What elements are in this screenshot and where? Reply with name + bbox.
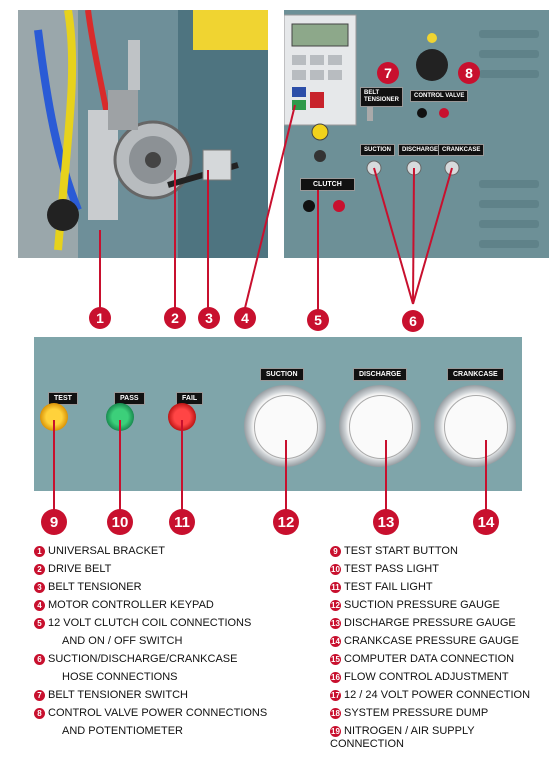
gauge-panel-photo: TEST PASS FAIL SUCTION DISCHARGE CRANKCA… bbox=[34, 337, 522, 491]
belt-tensioner-plate: BELT TENSIONER bbox=[360, 87, 404, 107]
legend-text: TEST PASS LIGHT bbox=[344, 563, 439, 575]
legend-text: MOTOR CONTROLLER KEYPAD bbox=[48, 599, 214, 611]
badge-7: 7 bbox=[377, 62, 399, 84]
clutch-plate: CLUTCH bbox=[300, 178, 355, 191]
legend-text: UNIVERSAL BRACKET bbox=[48, 545, 165, 557]
legend-number: 18 bbox=[330, 708, 341, 719]
legend-text: FLOW CONTROL ADJUSTMENT bbox=[344, 671, 509, 683]
legend-number: 10 bbox=[330, 564, 341, 575]
legend-text: TEST FAIL LIGHT bbox=[344, 581, 433, 593]
legend-text: 12 VOLT CLUTCH COIL CONNECTIONS bbox=[48, 617, 252, 629]
crankcase-plate: CRANKCASE bbox=[447, 368, 504, 381]
badge-2: 2 bbox=[164, 307, 186, 329]
discharge-gauge bbox=[339, 385, 421, 467]
legend-number: 17 bbox=[330, 690, 341, 701]
legend-text: DRIVE BELT bbox=[48, 563, 112, 575]
discharge-plate: DISCHARGE bbox=[353, 368, 408, 381]
badge-13: 13 bbox=[373, 509, 399, 535]
compressor-photo bbox=[18, 10, 268, 258]
legend-text: BELT TENSIONER bbox=[48, 581, 142, 593]
legend-text: DISCHARGE PRESSURE GAUGE bbox=[344, 617, 516, 629]
badge-9: 9 bbox=[41, 509, 67, 535]
badge-4: 4 bbox=[234, 307, 256, 329]
badge-6: 6 bbox=[402, 310, 424, 332]
badge-1: 1 bbox=[89, 307, 111, 329]
legend-text: CONTROL VALVE POWER CONNECTIONS bbox=[48, 707, 268, 719]
legend-number: 3 bbox=[34, 582, 45, 593]
legend-number: 4 bbox=[34, 600, 45, 611]
suction-small-plate: SUCTION bbox=[360, 144, 395, 156]
compressor-illustration bbox=[18, 10, 268, 258]
discharge-small-plate: DISCHARGE bbox=[398, 144, 443, 156]
legend-text: SUCTION PRESSURE GAUGE bbox=[344, 599, 500, 611]
crankcase-small-plate: CRANKCASE bbox=[438, 144, 485, 156]
test-plate: TEST bbox=[48, 392, 78, 405]
suction-plate: SUCTION bbox=[260, 368, 304, 381]
legend-number: 8 bbox=[34, 708, 45, 719]
legend-text-continued: AND POTENTIOMETER bbox=[62, 725, 184, 737]
crankcase-gauge bbox=[434, 385, 516, 467]
badge-10: 10 bbox=[107, 509, 133, 535]
legend-number: 7 bbox=[34, 690, 45, 701]
legend-number: 14 bbox=[330, 636, 341, 647]
legend-number: 11 bbox=[330, 582, 341, 593]
badge-3: 3 bbox=[198, 307, 220, 329]
legend-number: 19 bbox=[330, 726, 341, 737]
legend-number: 1 bbox=[34, 546, 45, 557]
legend-number: 6 bbox=[34, 654, 45, 665]
badge-5: 5 bbox=[307, 309, 329, 331]
bottom-leader-lines bbox=[53, 420, 487, 515]
legend-number: 15 bbox=[330, 654, 341, 665]
legend-text: SYSTEM PRESSURE DUMP bbox=[344, 707, 489, 719]
legend-number: 13 bbox=[330, 618, 341, 629]
legend-number: 12 bbox=[330, 600, 341, 611]
legend-text: SUCTION/DISCHARGE/CRANKCASE bbox=[48, 653, 238, 665]
pass-plate: PASS bbox=[114, 392, 145, 405]
legend-text-continued: HOSE CONNECTIONS bbox=[62, 671, 178, 683]
legend-number: 9 bbox=[330, 546, 341, 557]
badge-14: 14 bbox=[473, 509, 499, 535]
legend-text: TEST START BUTTON bbox=[344, 545, 458, 557]
legend-text: COMPUTER DATA CONNECTION bbox=[344, 653, 515, 665]
control-panel-photo: BELT TENSIONER CONTROL VALVE CLUTCH SUCT… bbox=[284, 10, 549, 258]
legend-number: 5 bbox=[34, 618, 45, 629]
badge-11: 11 bbox=[169, 509, 195, 535]
legend-text: 12 / 24 VOLT POWER CONNECTION bbox=[344, 689, 531, 701]
legend-text-continued: AND ON / OFF SWITCH bbox=[62, 635, 183, 647]
legend-text: CRANKCASE PRESSURE GAUGE bbox=[344, 635, 519, 647]
top-leader-lines bbox=[99, 104, 453, 310]
badge-8: 8 bbox=[458, 62, 480, 84]
legend-text-continued: CONNECTION bbox=[330, 738, 404, 750]
legend-text: BELT TENSIONER SWITCH bbox=[48, 689, 188, 701]
badge-12: 12 bbox=[273, 509, 299, 535]
legend-number: 16 bbox=[330, 672, 341, 683]
legend-number: 2 bbox=[34, 564, 45, 575]
legend-text: NITROGEN / AIR SUPPLY bbox=[344, 725, 475, 737]
control-valve-plate: CONTROL VALVE bbox=[410, 90, 469, 102]
control-panel-illustration bbox=[284, 10, 549, 258]
